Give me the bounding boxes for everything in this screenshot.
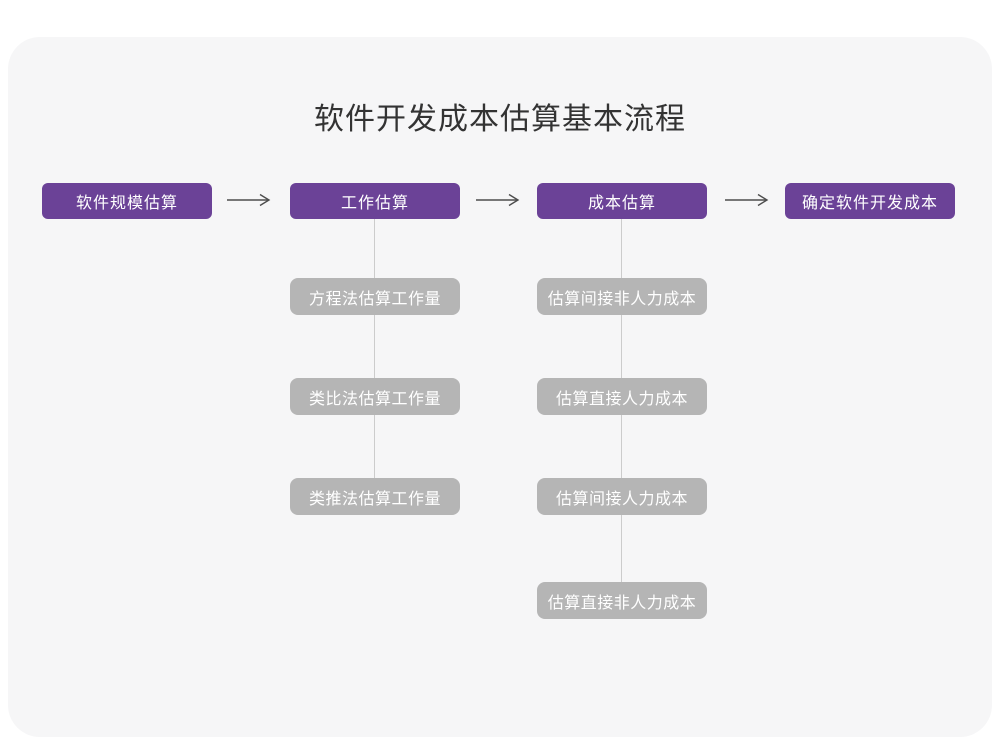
sub-node-analogy-method: 类比法估算工作量 bbox=[290, 378, 460, 415]
arrow-right-icon bbox=[227, 193, 271, 207]
stage-node-software-scale-estimation: 软件规模估算 bbox=[42, 183, 212, 219]
sub-node-direct-labor-cost: 估算直接人力成本 bbox=[537, 378, 707, 415]
stage-node-cost-estimation: 成本估算 bbox=[537, 183, 707, 219]
arrow-right-icon bbox=[476, 193, 520, 207]
sub-node-indirect-nonlabor-cost: 估算间接非人力成本 bbox=[537, 278, 707, 315]
diagram-title: 软件开发成本估算基本流程 bbox=[314, 103, 686, 136]
sub-node-equation-method: 方程法估算工作量 bbox=[290, 278, 460, 315]
arrow-right-icon bbox=[725, 193, 769, 207]
sub-node-indirect-labor-cost: 估算间接人力成本 bbox=[537, 478, 707, 515]
sub-node-direct-nonlabor-cost: 估算直接非人力成本 bbox=[537, 582, 707, 619]
stage-node-determine-development-cost: 确定软件开发成本 bbox=[785, 183, 955, 219]
sub-node-extrapolation-method: 类推法估算工作量 bbox=[290, 478, 460, 515]
connector-line-work-estimation bbox=[374, 219, 375, 497]
diagram-canvas bbox=[8, 37, 992, 737]
stage-node-work-estimation: 工作估算 bbox=[290, 183, 460, 219]
